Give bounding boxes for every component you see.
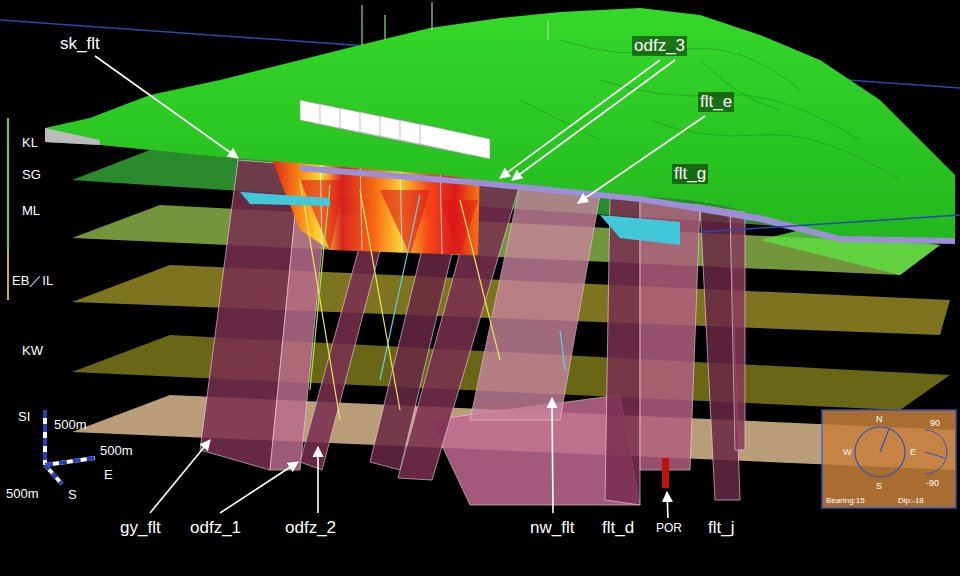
axis-label-holder: E bbox=[104, 468, 113, 483]
fault-label: odfz_3 bbox=[632, 36, 687, 56]
axis-label: S bbox=[68, 488, 77, 503]
layer-label-holder: ML bbox=[22, 204, 40, 219]
compass-label-holder: Bearing:15 bbox=[826, 496, 865, 505]
axis-label-holder: 500m bbox=[100, 444, 133, 459]
fault-label-holder: flt_e bbox=[698, 92, 734, 112]
fault-label: odfz_2 bbox=[285, 518, 336, 538]
layer-label: KL bbox=[22, 136, 38, 151]
layer-label-holder: SG bbox=[22, 168, 41, 183]
fault-label-holder: flt_d bbox=[602, 518, 634, 538]
compass-label-holder: Dip:-18 bbox=[898, 496, 924, 505]
fault-label: nw_flt bbox=[530, 518, 574, 538]
fault-label: sk_flt bbox=[60, 34, 100, 54]
fault-label: flt_j bbox=[708, 518, 734, 538]
axis-label-holder: 500m bbox=[54, 418, 87, 433]
axis-label: 500m bbox=[54, 418, 87, 433]
fault-label-holder: odfz_1 bbox=[190, 518, 241, 538]
axis-label-holder: SI bbox=[18, 410, 30, 425]
layer-label: ML bbox=[22, 204, 40, 219]
compass-label: E bbox=[910, 447, 916, 457]
layer-label: SG bbox=[22, 168, 41, 183]
fault-label-holder: flt_g bbox=[672, 164, 708, 184]
axis-label-holder: S bbox=[68, 488, 77, 503]
fault-label: gy_flt bbox=[120, 518, 161, 538]
compass-label: W bbox=[843, 447, 852, 457]
compass-label: Dip:-18 bbox=[898, 496, 924, 505]
fault-label-holder: odfz_2 bbox=[285, 518, 336, 538]
compass-label-holder: 90 bbox=[930, 418, 940, 428]
layer-label: KW bbox=[22, 344, 43, 359]
fault-label: odfz_1 bbox=[190, 518, 241, 538]
compass-label: S bbox=[876, 481, 882, 491]
compass-label: -90 bbox=[926, 478, 939, 488]
compass-label-holder: N bbox=[876, 414, 883, 424]
fault-label-holder: nw_flt bbox=[530, 518, 574, 538]
fault-label-holder: odfz_3 bbox=[632, 36, 687, 56]
compass-label: Bearing:15 bbox=[826, 496, 865, 505]
fault-label-holder: sk_flt bbox=[60, 34, 100, 54]
compass-label: N bbox=[876, 414, 883, 424]
layer-label-holder: EB／IL bbox=[12, 274, 53, 289]
fault-label-holder: flt_j bbox=[708, 518, 734, 538]
axis-label: 500m bbox=[100, 444, 133, 459]
borehole-label-holder: POR bbox=[656, 522, 682, 536]
axis-label: SI bbox=[18, 410, 30, 425]
fault-label: flt_d bbox=[602, 518, 634, 538]
fault-label: flt_e bbox=[698, 92, 734, 112]
fault-label: flt_g bbox=[672, 164, 708, 184]
layer-label-holder: KW bbox=[22, 344, 43, 359]
compass-label-holder: W bbox=[843, 447, 852, 457]
compass-label-holder: -90 bbox=[926, 478, 939, 488]
axis-label-holder: 500m bbox=[6, 487, 39, 502]
compass-label-holder: E bbox=[910, 447, 916, 457]
layer-label-holder: KL bbox=[22, 136, 38, 151]
borehole-label: POR bbox=[656, 522, 682, 536]
axis-label: 500m bbox=[6, 487, 39, 502]
layer-label: EB／IL bbox=[12, 274, 53, 289]
compass-label-holder: S bbox=[876, 481, 882, 491]
axis-label: E bbox=[104, 468, 113, 483]
compass-label: 90 bbox=[930, 418, 940, 428]
fault-label-holder: gy_flt bbox=[120, 518, 161, 538]
